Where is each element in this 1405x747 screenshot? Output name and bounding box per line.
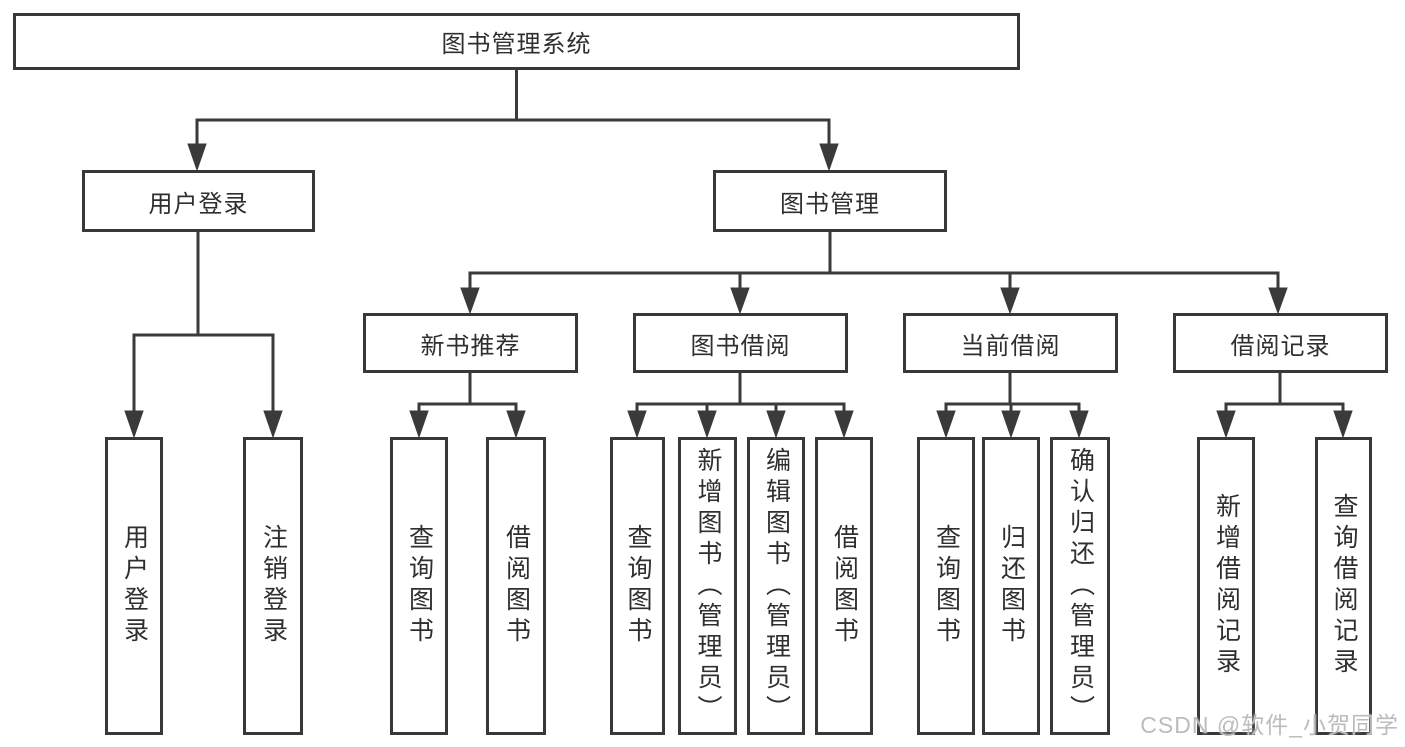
leaf-query-books-recommend: 查询图书 — [390, 437, 448, 735]
node-borrow-records: 借阅记录 — [1173, 313, 1388, 373]
node-new-book-recommend: 新书推荐 — [363, 313, 578, 373]
leaf-borrow-books: 借阅图书 — [815, 437, 873, 735]
leaf-edit-book-admin: 编辑图书（管理员） — [747, 437, 805, 735]
leaf-user-login: 用户登录 — [105, 437, 163, 735]
node-book-management: 图书管理 — [713, 170, 947, 232]
leaf-query-books-current: 查询图书 — [917, 437, 975, 735]
node-book-borrow: 图书借阅 — [633, 313, 848, 373]
watermark: CSDN @软件_小贺同学 — [1140, 712, 1399, 738]
leaf-add-borrow-record: 新增借阅记录 — [1197, 437, 1255, 735]
node-user-login: 用户登录 — [82, 170, 315, 232]
leaf-query-books-borrow: 查询图书 — [610, 437, 665, 735]
arrowheads — [124, 143, 1353, 439]
leaf-query-borrow-record: 查询借阅记录 — [1315, 437, 1372, 735]
leaf-add-book-admin: 新增图书（管理员） — [678, 437, 737, 735]
leaf-borrow-books-recommend: 借阅图书 — [486, 437, 546, 735]
node-library-system: 图书管理系统 — [13, 13, 1020, 70]
leaf-logout: 注销登录 — [243, 437, 303, 735]
node-current-borrow: 当前借阅 — [903, 313, 1118, 373]
leaf-return-book: 归还图书 — [982, 437, 1040, 735]
leaf-confirm-return-admin: 确认归还（管理员） — [1050, 437, 1110, 735]
